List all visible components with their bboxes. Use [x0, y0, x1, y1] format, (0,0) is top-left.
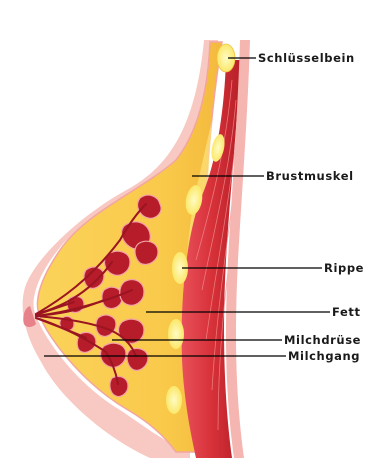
- label-rib: Rippe: [324, 261, 364, 275]
- rib-4: [168, 319, 184, 349]
- rib-5: [166, 386, 182, 414]
- label-milk-duct: Milchgang: [288, 349, 360, 363]
- label-pectoral-muscle: Brustmuskel: [266, 169, 354, 183]
- lobule: [120, 280, 144, 306]
- lobule: [101, 343, 126, 367]
- label-mammary-gland: Milchdrüse: [284, 333, 361, 347]
- lobule: [110, 376, 128, 396]
- label-fat: Fett: [332, 305, 361, 319]
- lobule: [135, 241, 158, 264]
- label-clavicle: Schlüsselbein: [258, 51, 355, 65]
- lobule: [127, 348, 148, 370]
